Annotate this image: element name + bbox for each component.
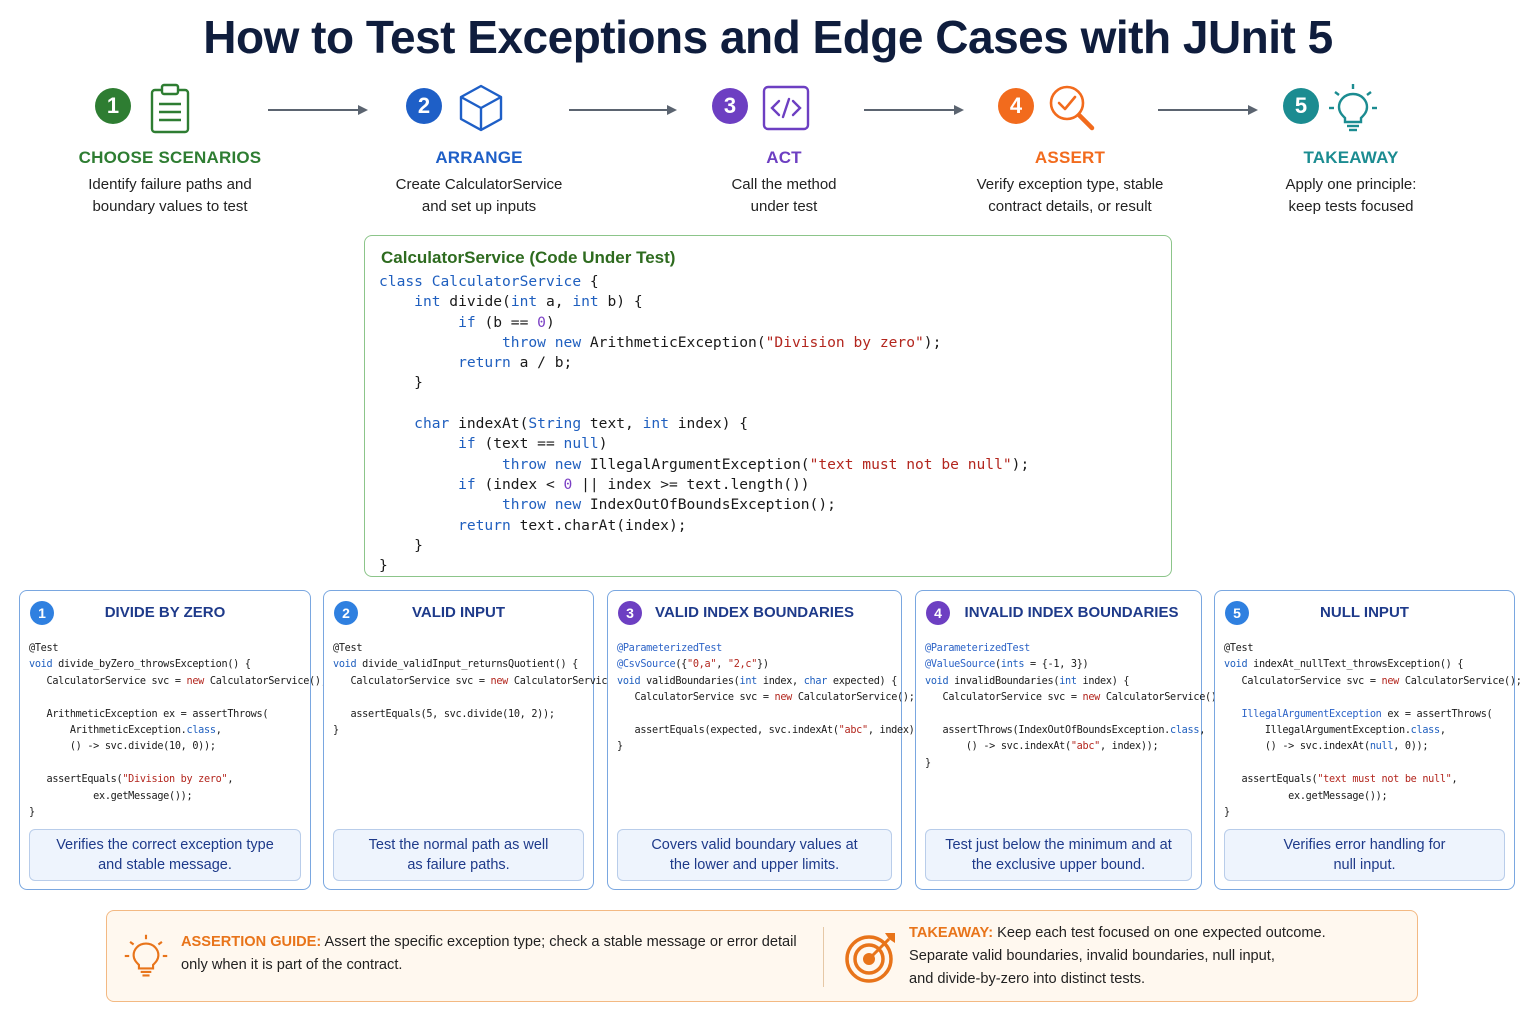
assertion-guide-text: Assert the specific exception type; chec… [324, 934, 797, 950]
step-desc-line: Verify exception type, stable [976, 176, 1164, 193]
card-note: Verifies the correct exception type and … [29, 829, 301, 881]
step-name: ACT [766, 148, 802, 167]
cube-icon [459, 84, 503, 132]
card-badge: 3 [618, 601, 642, 625]
card-badge: 4 [926, 601, 950, 625]
step-name: CHOOSE SCENARIOS [78, 148, 262, 167]
step-act: 3 ACT Call the method under test [654, 80, 914, 218]
step-description: Identify failure paths and boundary valu… [40, 174, 300, 218]
code-icon [762, 85, 810, 131]
card-note: Test the normal path as well as failure … [333, 829, 584, 881]
card-note: Test just below the minimum and at the e… [925, 829, 1192, 881]
step-description: Create CalculatorService and set up inpu… [349, 174, 609, 218]
step-desc-line: Apply one principle: [1285, 176, 1417, 193]
card-note: Verifies error handling for null input. [1224, 829, 1505, 881]
step-badge: 2 [406, 88, 442, 124]
clipboard-icon [150, 83, 190, 134]
code-panel-title: CalculatorService (Code Under Test) [381, 248, 676, 267]
step-description: Verify exception type, stable contract d… [940, 174, 1200, 218]
note-line: the exclusive upper bound. [971, 856, 1146, 873]
step-desc-line: contract details, or result [988, 198, 1152, 215]
step-choose-scenarios: 1 CHOOSE SCENARIOS Identify failure path… [40, 80, 300, 218]
note-line: as failure paths. [407, 856, 510, 873]
takeaway-label: TAKEAWAY: [909, 925, 994, 941]
step-desc-line: under test [750, 198, 818, 215]
note-line: the lower and upper limits. [669, 856, 840, 873]
assertion-guide-label: ASSERTION GUIDE: [181, 934, 322, 950]
code-block: class CalculatorService { int divide(int… [379, 273, 1030, 575]
arrow-icon [1158, 105, 1258, 115]
step-desc-line: boundary values to test [92, 198, 248, 215]
code-under-test-panel: CalculatorService (Code Under Test) clas… [364, 235, 1172, 577]
test-code: @ParameterizedTest @ValueSource(ints = {… [925, 643, 1223, 769]
step-arrange: 2 ARRANGE Create CalculatorService and s… [349, 80, 609, 218]
note-line: null input. [1333, 856, 1396, 873]
step-badge: 3 [712, 88, 748, 124]
takeaway-line: TAKEAWAY: Keep each test focused on one … [909, 922, 1409, 945]
summary-banner: ASSERTION GUIDE: Assert the specific exc… [106, 910, 1418, 1002]
test-card-valid-index-boundaries: 3 VALID INDEX BOUNDARIES @ParameterizedT… [607, 590, 927, 890]
note-line: Test the normal path as well [368, 837, 549, 853]
lightbulb-icon [1329, 84, 1377, 132]
test-card-invalid-index-boundaries: 4 INVALID INDEX BOUNDARIES @Parameterize… [915, 590, 1223, 890]
card-badge: 2 [334, 601, 358, 625]
step-desc-line: Create CalculatorService [395, 176, 563, 193]
card-title: DIVIDE BY ZERO [104, 604, 226, 621]
step-name: TAKEAWAY [1303, 148, 1399, 167]
test-code: @Test void divide_validInput_returnsQuot… [333, 643, 631, 737]
card-title: VALID INPUT [411, 604, 506, 621]
takeaway-text: and divide-by-zero into distinct tests. [909, 971, 1146, 987]
card-badge: 5 [1225, 601, 1249, 625]
step-takeaway: 5 TAKEAWAY Apply one principle: keep tes… [1221, 80, 1481, 218]
step-badge: 1 [95, 88, 131, 124]
note-line: Verifies error handling for [1283, 837, 1446, 853]
step-assert: 4 ASSERT Verify exception type, stable c… [940, 80, 1200, 218]
step-badge: 5 [1283, 88, 1319, 124]
arrow-icon [569, 105, 677, 115]
step-description: Call the method under test [654, 174, 914, 218]
magnifier-check-icon [1049, 85, 1095, 131]
page-title: How to Test Exceptions and Edge Cases wi… [203, 11, 1333, 63]
test-card-null-input: 5 NULL INPUT @Test void indexAt_nullText… [1214, 590, 1522, 890]
step-desc-line: and set up inputs [421, 198, 537, 215]
takeaway: TAKEAWAY: Keep each test focused on one … [909, 922, 1409, 991]
test-card-valid-input: 2 VALID INPUT @Test void divide_validInp… [323, 590, 631, 890]
note-line: Covers valid boundary values at [651, 837, 858, 853]
arrow-icon [864, 105, 964, 115]
test-code: @Test void indexAt_nullText_throwsExcept… [1224, 643, 1522, 819]
card-title: VALID INDEX BOUNDARIES [655, 604, 854, 621]
note-line: Test just below the minimum and at [945, 837, 1172, 853]
card-title: NULL INPUT [1320, 604, 1409, 621]
card-title: INVALID INDEX BOUNDARIES [964, 604, 1179, 621]
divider [823, 927, 824, 987]
test-card-divide-by-zero: 1 DIVIDE BY ZERO @Test void divide_byZer… [19, 590, 327, 890]
step-description: Apply one principle: keep tests focused [1221, 174, 1481, 218]
step-desc-line: Identify failure paths and [88, 176, 252, 193]
arrow-icon [268, 105, 368, 115]
card-note: Covers valid boundary values at the lowe… [617, 829, 892, 881]
takeaway-text: Keep each test focused on one expected o… [997, 925, 1326, 941]
test-code: @Test void divide_byZero_throwsException… [29, 643, 327, 819]
step-name: ASSERT [1034, 148, 1106, 167]
card-badge: 1 [30, 601, 54, 625]
step-badge: 4 [998, 88, 1034, 124]
lightbulb-icon [124, 934, 168, 977]
step-name: ARRANGE [435, 148, 523, 167]
step-desc-line: keep tests focused [1288, 198, 1414, 215]
step-desc-line: Call the method [731, 176, 837, 193]
assertion-guide: ASSERTION GUIDE: Assert the specific exc… [181, 931, 821, 977]
note-line: and stable message. [98, 856, 232, 873]
assertion-guide-text: only when it is part of the contract. [181, 957, 403, 973]
assertion-guide-line: ASSERTION GUIDE: Assert the specific exc… [181, 931, 821, 954]
takeaway-text: Separate valid boundaries, invalid bound… [909, 948, 1275, 964]
test-code: @ParameterizedTest @CsvSource({"0,a", "2… [617, 643, 927, 753]
target-icon [845, 933, 895, 983]
note-line: Verifies the correct exception type [56, 837, 274, 853]
